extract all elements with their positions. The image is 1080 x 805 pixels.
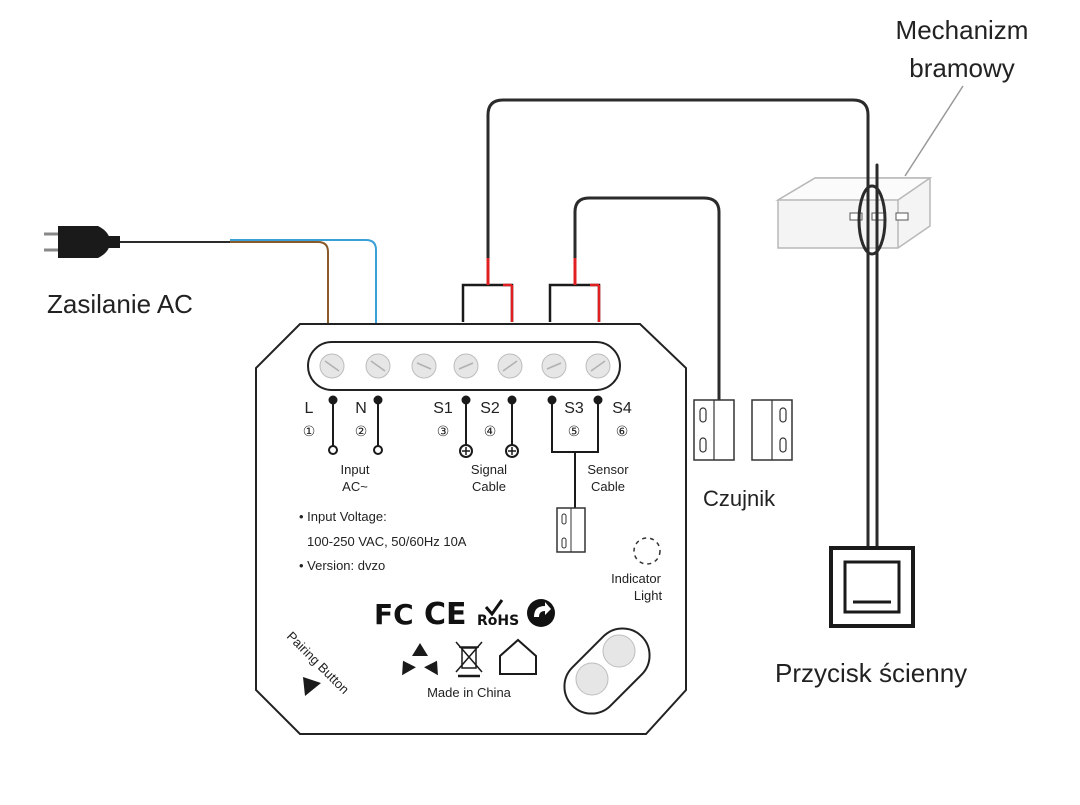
recycle-icon <box>402 643 438 676</box>
disposal-icons <box>402 638 537 678</box>
gate-mechanism <box>775 177 933 249</box>
power-plug-icon <box>44 226 120 258</box>
signal-connector <box>461 258 514 322</box>
terminal-number-6: ⑥ <box>616 424 629 440</box>
signal-group-label-1: Signal <box>471 462 507 477</box>
gate-label-pointer <box>904 85 964 177</box>
wall-button-icon <box>829 546 915 628</box>
terminal-number-1: ① <box>303 424 316 440</box>
pairing-button <box>563 627 651 715</box>
spec-voltage-label: • Input Voltage: <box>299 509 387 524</box>
terminal-number-3: ③ <box>437 424 450 440</box>
input-group-label-1: Input <box>341 462 370 477</box>
sensor-group-label-2: Cable <box>591 479 625 494</box>
terminal-label-s1: S1 <box>433 400 453 417</box>
gate-mechanism-label-1: Mechanizm <box>896 15 1029 45</box>
power-label: Zasilanie AC <box>47 289 193 319</box>
sensor-wire <box>573 196 721 402</box>
signal-wire <box>486 98 887 552</box>
recycle-arrow-icon <box>527 599 555 627</box>
sensor-connector <box>548 258 601 322</box>
input-group-label-2: AC~ <box>342 479 368 494</box>
terminal-label-l: L <box>305 400 314 417</box>
smart-controller-device <box>255 323 687 735</box>
indicator-light-icon <box>633 537 661 565</box>
power-cable <box>120 239 377 324</box>
sensor-group-label-1: Sensor <box>587 462 629 477</box>
indicator-label-1: Indicator <box>611 571 662 586</box>
indoor-house-icon <box>499 638 537 675</box>
fcc-logo: FC <box>374 598 414 631</box>
terminal-label-s3: S3 <box>564 400 584 417</box>
sensor-symbol-icon <box>556 507 586 553</box>
sensor-label: Czujnik <box>703 486 776 511</box>
ce-logo: CE <box>424 597 467 632</box>
indicator-label-2: Light <box>634 588 663 603</box>
wall-button-label: Przycisk ścienny <box>775 658 967 688</box>
terminal-label-n: N <box>355 400 367 417</box>
terminal-label-s2: S2 <box>480 400 500 417</box>
certification-logos: FC CE RoHS <box>374 597 555 632</box>
weee-bin-icon <box>455 641 483 678</box>
rohs-logo: RoHS <box>477 599 519 629</box>
terminal-number-5: ⑤ <box>568 424 581 440</box>
gate-mechanism-label-2: bramowy <box>909 53 1014 83</box>
terminal-number-2: ② <box>355 424 368 440</box>
door-sensor-icon <box>693 399 793 461</box>
spec-voltage-value: 100-250 VAC, 50/60Hz 10A <box>307 534 467 549</box>
terminal-label-s4: S4 <box>612 400 632 417</box>
terminal-number-4: ④ <box>484 424 497 440</box>
signal-group-label-2: Cable <box>472 479 506 494</box>
spec-version: • Version: dvzo <box>299 558 385 573</box>
pairing-arrow-icon <box>303 677 321 696</box>
svg-text:RoHS: RoHS <box>477 613 519 629</box>
made-in-label: Made in China <box>427 685 512 700</box>
